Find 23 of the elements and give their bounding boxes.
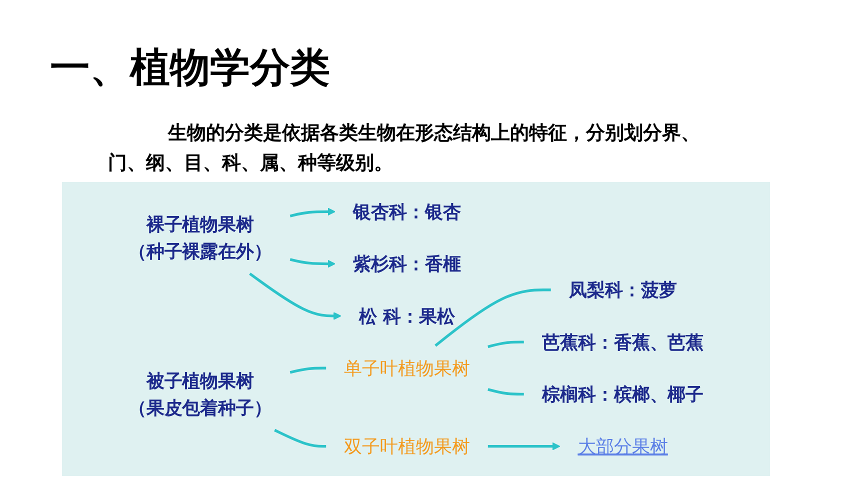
connector	[488, 340, 524, 348]
connector	[274, 428, 326, 448]
node-text: 松 科：果松	[358, 305, 456, 327]
arrow	[290, 258, 336, 268]
arrow	[488, 442, 560, 450]
connector	[434, 288, 551, 347]
node-text: 凤梨科：菠萝	[568, 279, 677, 301]
node-text: 紫杉科：香榧	[353, 253, 461, 275]
node-text: 银杏科：银杏	[353, 200, 461, 222]
connector	[488, 388, 524, 396]
intro-paragraph: 生物的分类是依据各类生物在形态结构上的特征，分别划分界、门、纲、目、科、属、种等级别。	[108, 121, 701, 176]
node-text: 棕榈科：槟榔、椰子	[542, 383, 704, 405]
node-text: 被子植物果树	[146, 370, 254, 392]
node-text: 单子叶植物果树	[344, 357, 470, 379]
node-label: （果皮包着种子）	[128, 396, 272, 418]
node-text: 芭蕉科：香蕉、芭蕉	[542, 331, 704, 353]
connector	[290, 366, 326, 374]
slide-title: 一、植物学分类	[50, 44, 330, 93]
node-text: 裸子植物果树	[146, 213, 254, 236]
node-text: 双子叶植物果树	[344, 436, 470, 458]
node-label: （种子裸露在外）	[128, 240, 272, 262]
arrow	[290, 208, 336, 218]
arrow	[249, 272, 342, 320]
